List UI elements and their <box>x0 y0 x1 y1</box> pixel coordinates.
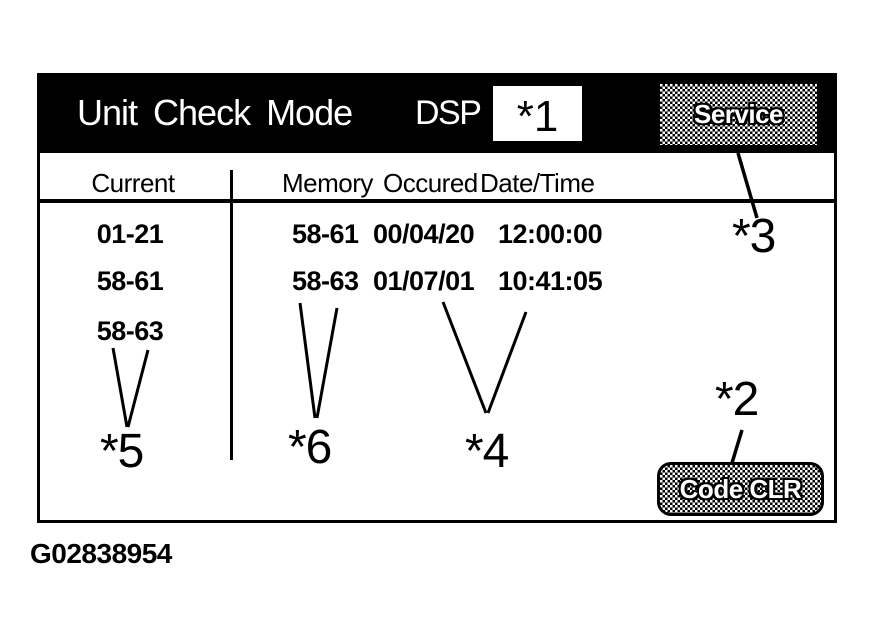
callout-label-5: *5 <box>100 425 144 478</box>
dsp-value: *1 <box>516 91 559 141</box>
memory-code-row1: 58-61 <box>292 219 359 249</box>
column-header-datetime: Date/Time <box>480 168 595 198</box>
figure-id: G02838954 <box>30 538 172 569</box>
callout-label-3: *3 <box>732 210 776 263</box>
service-button[interactable]: Service <box>660 84 817 145</box>
memory-date-row1: 00/04/20 <box>373 219 475 249</box>
memory-time-row2: 10:41:05 <box>498 266 603 296</box>
code-clr-button-label: Code CLR <box>679 473 802 504</box>
header-underline <box>37 199 837 203</box>
dsp-value-box: *1 <box>493 86 582 141</box>
current-code-row2: 58-61 <box>96 266 164 296</box>
column-header-occured: Occured <box>383 168 478 198</box>
title-bar: Unit Check Mode DSP *1 Service <box>37 73 837 153</box>
callout-label-4: *4 <box>465 425 509 478</box>
dsp-label: DSP <box>415 94 482 132</box>
memory-date-row2: 01/07/01 <box>373 266 475 296</box>
column-header-current: Current <box>91 168 175 198</box>
column-header-memory: Memory <box>282 168 373 198</box>
memory-code-row2: 58-63 <box>292 266 359 296</box>
callout-label-2: *2 <box>715 373 759 426</box>
screen-title: Unit Check Mode <box>77 92 353 133</box>
memory-time-row1: 12:00:00 <box>498 219 603 249</box>
service-button-label: Service <box>693 99 784 129</box>
callout-label-6: *6 <box>288 421 332 474</box>
column-divider <box>230 170 233 460</box>
code-clr-button[interactable]: Code CLR <box>657 462 824 516</box>
current-code-row1: 01-21 <box>96 219 164 249</box>
current-code-row3: 58-63 <box>96 316 164 346</box>
